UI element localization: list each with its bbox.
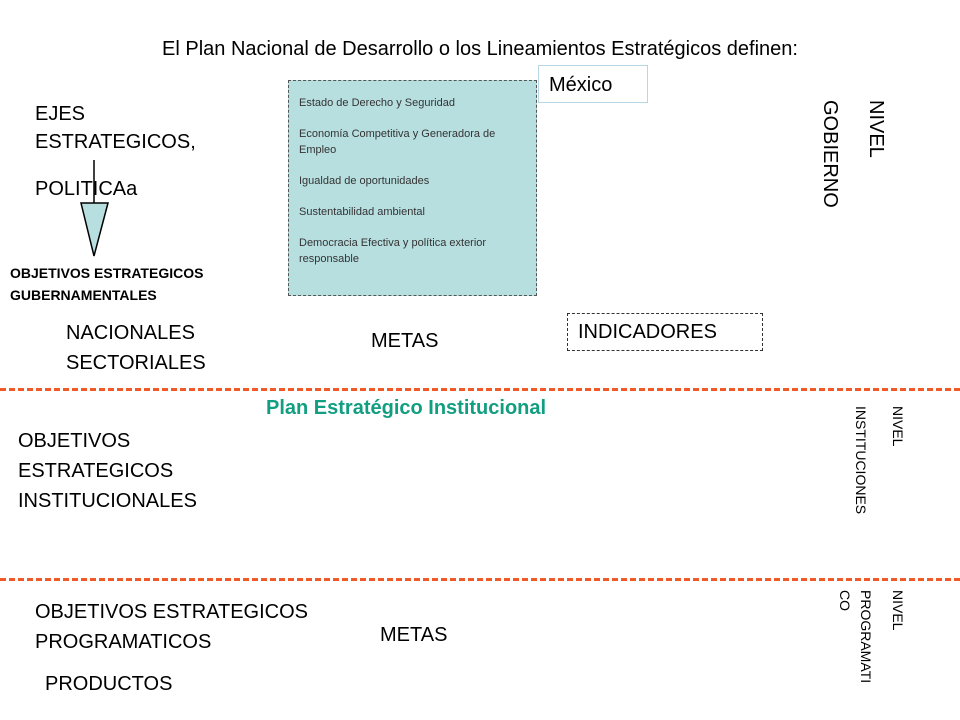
obj-gub-line2: GUBERNAMENTALES (10, 287, 157, 303)
metas-bottom-label: METAS (380, 624, 448, 646)
nacionales-sectoriales: NACIONALES SECTORIALES (66, 318, 206, 378)
divider-bottom (0, 578, 960, 581)
plan-item: Sustentabilidad ambiental (299, 206, 425, 218)
metas-top-label: METAS (371, 330, 439, 352)
nivel-prog-line2: PROGRAMATI (858, 590, 874, 684)
productos-label: PRODUCTOS (45, 673, 173, 695)
plan-item: Estado de Derecho y Seguridad (299, 97, 455, 109)
nivel-prog-line3: CO (837, 590, 853, 611)
obj-prog-line2: PROGRAMATICOS (35, 631, 212, 653)
mexico-label: México (538, 65, 648, 103)
diagram-title: El Plan Nacional de Desarrollo o los Lin… (162, 38, 798, 60)
obj-prog-label: OBJETIVOS ESTRATEGICOS PROGRAMATICOS (35, 597, 308, 657)
obj-gub-label: OBJETIVOS ESTRATEGICOS GUBERNAMENTALES (10, 262, 203, 306)
politica-label: POLITICAa (35, 178, 138, 200)
obj-inst-line3: INSTITUCIONALES (18, 490, 197, 512)
indicadores-box: INDICADORES (567, 313, 763, 351)
ejes-line2: ESTRATEGICOS, (35, 131, 196, 153)
plan-item: Democracia Efectiva y política exterior … (299, 237, 487, 265)
nivel-inst-line1: NIVEL (890, 406, 906, 447)
down-arrow-icon (80, 160, 109, 257)
obj-gub-line1: OBJETIVOS ESTRATEGICOS (10, 265, 204, 281)
divider-top (0, 388, 960, 391)
sectoriales-label: SECTORIALES (66, 352, 206, 374)
nivel-gob-line1: NIVEL (865, 100, 887, 158)
obj-inst-line2: ESTRATEGICOS (18, 460, 174, 482)
plan-item: Economía Competitiva y Generadora de Emp… (299, 128, 496, 156)
obj-inst-label: OBJETIVOS ESTRATEGICOS INSTITUCIONALES (18, 426, 197, 516)
nivel-gob-line2: GOBIERNO (819, 100, 841, 208)
obj-inst-line1: OBJETIVOS (18, 430, 131, 452)
nivel-prog-line1: NIVEL (890, 590, 906, 631)
plan-estrategico-title: Plan Estratégico Institucional (266, 397, 547, 419)
plan-item: Igualdad de oportunidades (299, 175, 430, 187)
obj-prog-line1: OBJETIVOS ESTRATEGICOS (35, 601, 309, 623)
ejes-line1: EJES (35, 103, 86, 125)
plan-items-box: Estado de Derecho y Seguridad Economía C… (288, 80, 537, 296)
nivel-inst-line2: INSTITUCIONES (853, 406, 869, 515)
nacionales-label: NACIONALES (66, 322, 195, 344)
ejes-label: EJES ESTRATEGICOS, (35, 100, 196, 156)
